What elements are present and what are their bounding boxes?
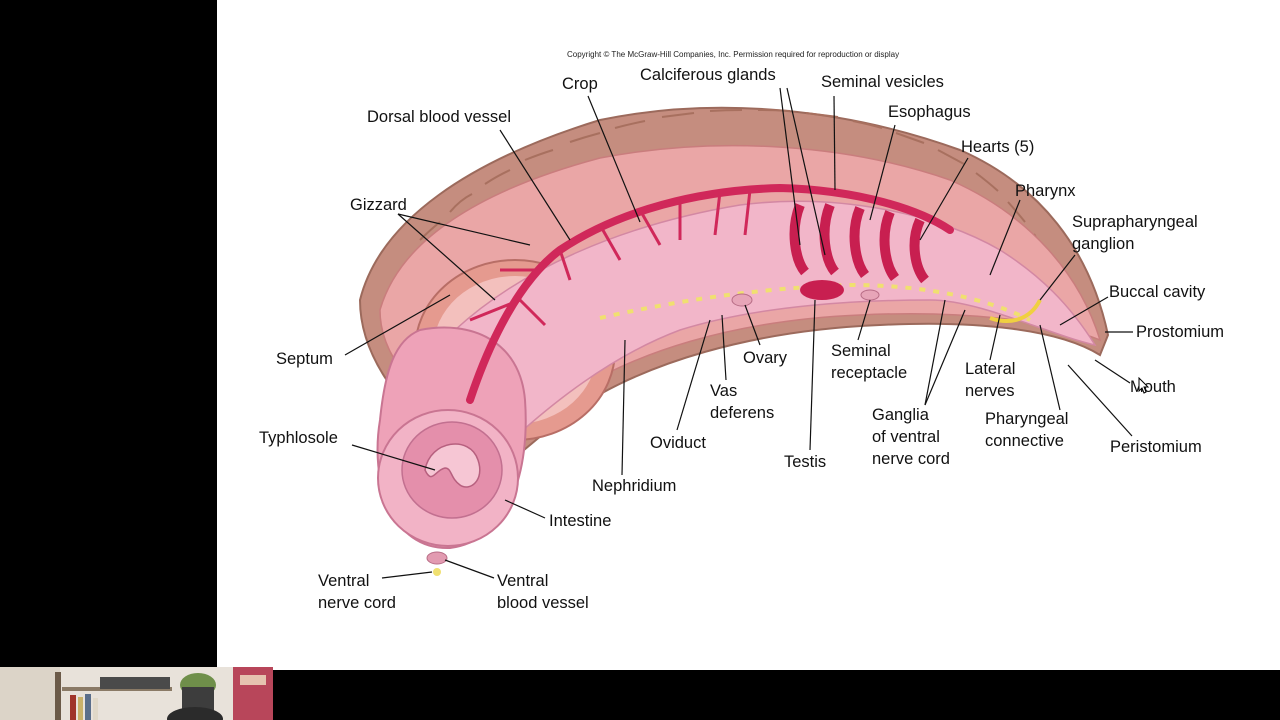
label-oviduct: Oviduct bbox=[650, 434, 706, 452]
label-lateral-nerves-1: Lateral bbox=[965, 360, 1016, 378]
label-seminal-receptacle-2: receptacle bbox=[831, 364, 908, 382]
label-dorsal-blood-vessel: Dorsal blood vessel bbox=[367, 108, 511, 126]
label-ventral-nerve-cord-2: nerve cord bbox=[318, 594, 396, 612]
presentation-slide: Copyright © The McGraw-Hill Companies, I… bbox=[217, 0, 1280, 670]
label-buccal-cavity: Buccal cavity bbox=[1109, 283, 1206, 301]
label-vas-deferens-2: deferens bbox=[710, 404, 775, 422]
label-ganglia-2: of ventral bbox=[872, 428, 940, 446]
label-seminal-receptacle-1: Seminal bbox=[831, 342, 891, 360]
suprapharyngeal-ganglion bbox=[989, 299, 1042, 323]
leader-lines bbox=[344, 87, 1133, 579]
label-lateral-nerves-2: nerves bbox=[965, 382, 1015, 400]
label-suprapharyngeal-1: Suprapharyngeal bbox=[1072, 213, 1198, 231]
label-ovary: Ovary bbox=[743, 349, 788, 367]
label-pharyngeal-connective-1: Pharyngeal bbox=[985, 410, 1069, 428]
webcam-overlay bbox=[0, 667, 273, 720]
label-ventral-blood-vessel-2: blood vessel bbox=[497, 594, 589, 612]
ventral-nerve-cord bbox=[599, 282, 1031, 322]
label-ventral-nerve-cord-1: Ventral bbox=[318, 572, 370, 590]
label-vas-deferens-1: Vas bbox=[710, 382, 738, 400]
testis bbox=[800, 280, 844, 300]
label-septum: Septum bbox=[276, 350, 333, 368]
copyright-notice: Copyright © The McGraw-Hill Companies, I… bbox=[567, 50, 900, 59]
label-ganglia-1: Ganglia bbox=[872, 406, 929, 424]
label-ventral-blood-vessel-1: Ventral bbox=[497, 572, 549, 590]
label-ganglia-3: nerve cord bbox=[872, 450, 950, 468]
label-hearts: Hearts (5) bbox=[961, 138, 1035, 156]
label-intestine: Intestine bbox=[549, 512, 612, 530]
label-testis: Testis bbox=[784, 453, 827, 471]
label-typhlosole: Typhlosole bbox=[259, 429, 338, 447]
webcam-feed-image bbox=[0, 667, 273, 720]
vessel-branches bbox=[469, 189, 752, 327]
ovary bbox=[731, 293, 753, 307]
label-peristomium: Peristomium bbox=[1110, 438, 1202, 456]
label-prostomium: Prostomium bbox=[1136, 323, 1225, 341]
label-nephridium: Nephridium bbox=[592, 477, 677, 495]
earthworm-anatomy-illustration bbox=[344, 87, 1133, 579]
label-crop: Crop bbox=[562, 75, 598, 93]
hearts bbox=[789, 203, 930, 284]
label-mouth: Mouth bbox=[1130, 378, 1176, 396]
segment-ridges bbox=[419, 109, 1087, 331]
label-suprapharyngeal-2: ganglion bbox=[1072, 235, 1135, 253]
label-seminal-vesicles: Seminal vesicles bbox=[821, 73, 944, 91]
label-gizzard: Gizzard bbox=[350, 196, 407, 214]
label-esophagus: Esophagus bbox=[888, 103, 971, 121]
label-pharyngeal-connective-2: connective bbox=[985, 432, 1064, 450]
typhlosole-fold bbox=[424, 443, 481, 488]
dorsal-blood-vessel bbox=[466, 183, 954, 404]
mouse-cursor-icon bbox=[1138, 377, 1150, 394]
label-pharynx: Pharynx bbox=[1015, 182, 1076, 200]
label-calciferous-glands: Calciferous glands bbox=[640, 66, 776, 84]
